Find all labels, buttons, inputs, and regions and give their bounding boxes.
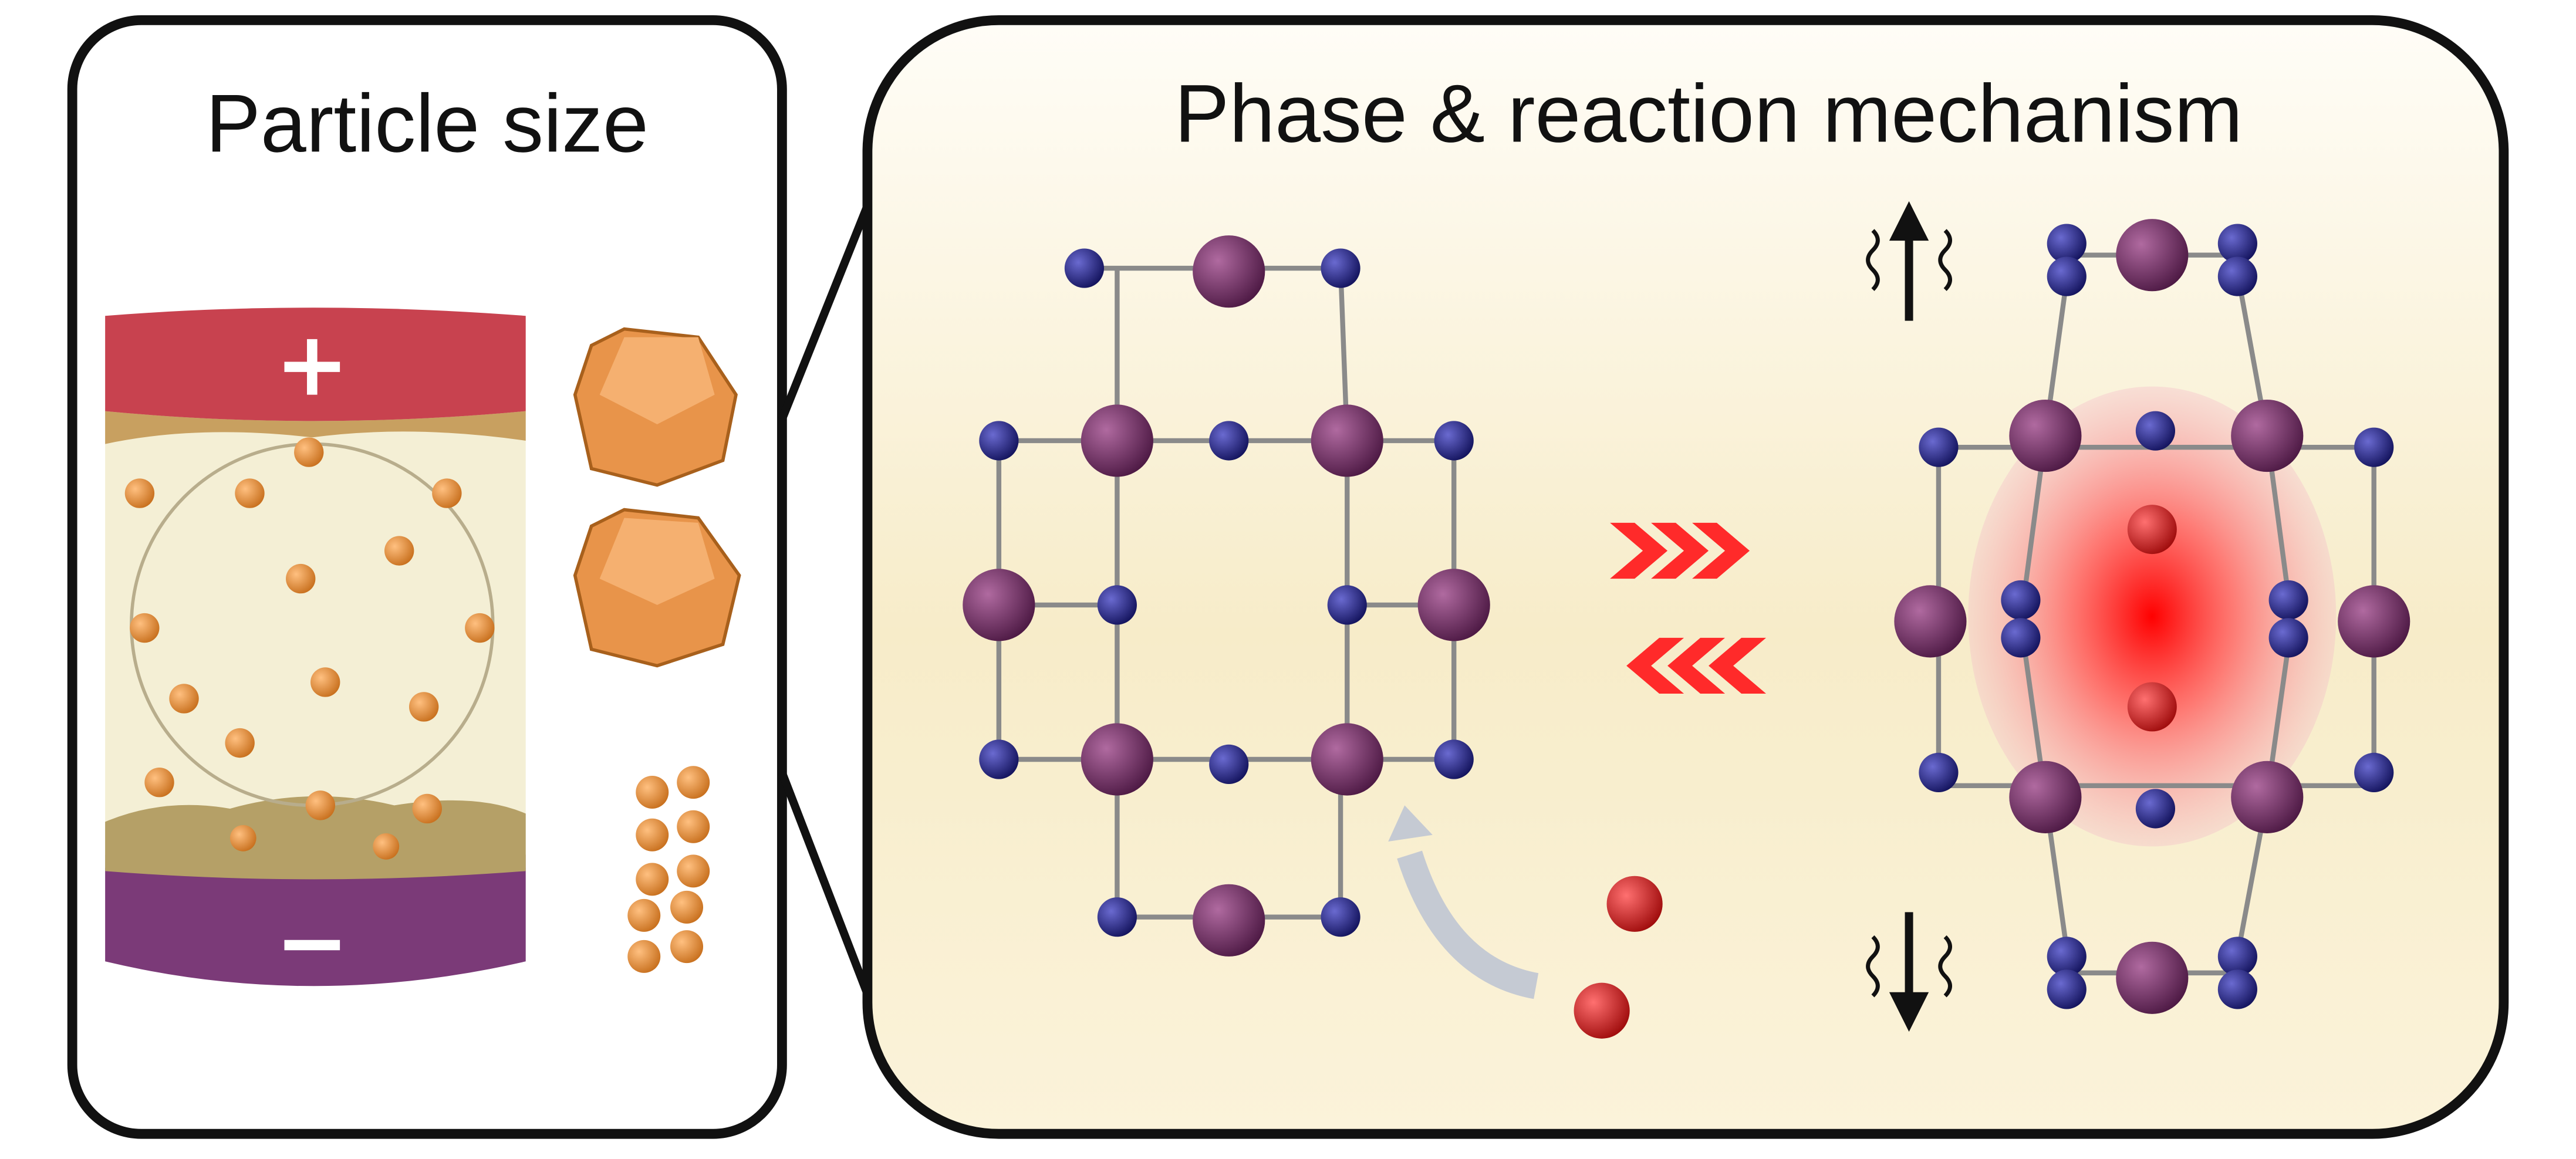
- phase-mechanism-panel: Phase & reaction mechanism: [862, 15, 2509, 1139]
- ion-particles: [124, 437, 495, 860]
- particle-size-panel: Particle size + −: [67, 15, 787, 1139]
- forward-reaction-arrow-icon: [1610, 522, 1750, 579]
- insertion-arrowhead: [1388, 805, 1433, 842]
- guest-atoms: [1574, 876, 1663, 1039]
- positive-sign: +: [275, 313, 350, 416]
- expanded-lattice: [1894, 219, 2410, 1014]
- reaction-glow: [1968, 386, 2337, 847]
- large-atoms: [963, 235, 1490, 957]
- large-particles: [573, 327, 741, 668]
- inserted-guest-atoms: [2127, 505, 2177, 732]
- small-atoms: [979, 248, 1474, 937]
- expanded-large-atoms: [1894, 219, 2410, 1014]
- host-lattice: [963, 235, 1490, 957]
- zoom-connector: [778, 196, 875, 1004]
- expanded-small-atoms: [1919, 224, 2394, 1009]
- small-particles: [627, 766, 710, 973]
- reverse-reaction-arrow-icon: [1626, 637, 1767, 694]
- battery-cell: + −: [105, 308, 526, 994]
- insertion-arrow: [1397, 850, 1539, 999]
- negative-sign: −: [275, 891, 350, 994]
- phase-mechanism-title: Phase & reaction mechanism: [1174, 67, 2243, 160]
- expansion-up-arrow-icon: [1866, 201, 1953, 321]
- expansion-down-arrow-icon: [1866, 912, 1953, 1032]
- particle-size-title: Particle size: [206, 77, 649, 169]
